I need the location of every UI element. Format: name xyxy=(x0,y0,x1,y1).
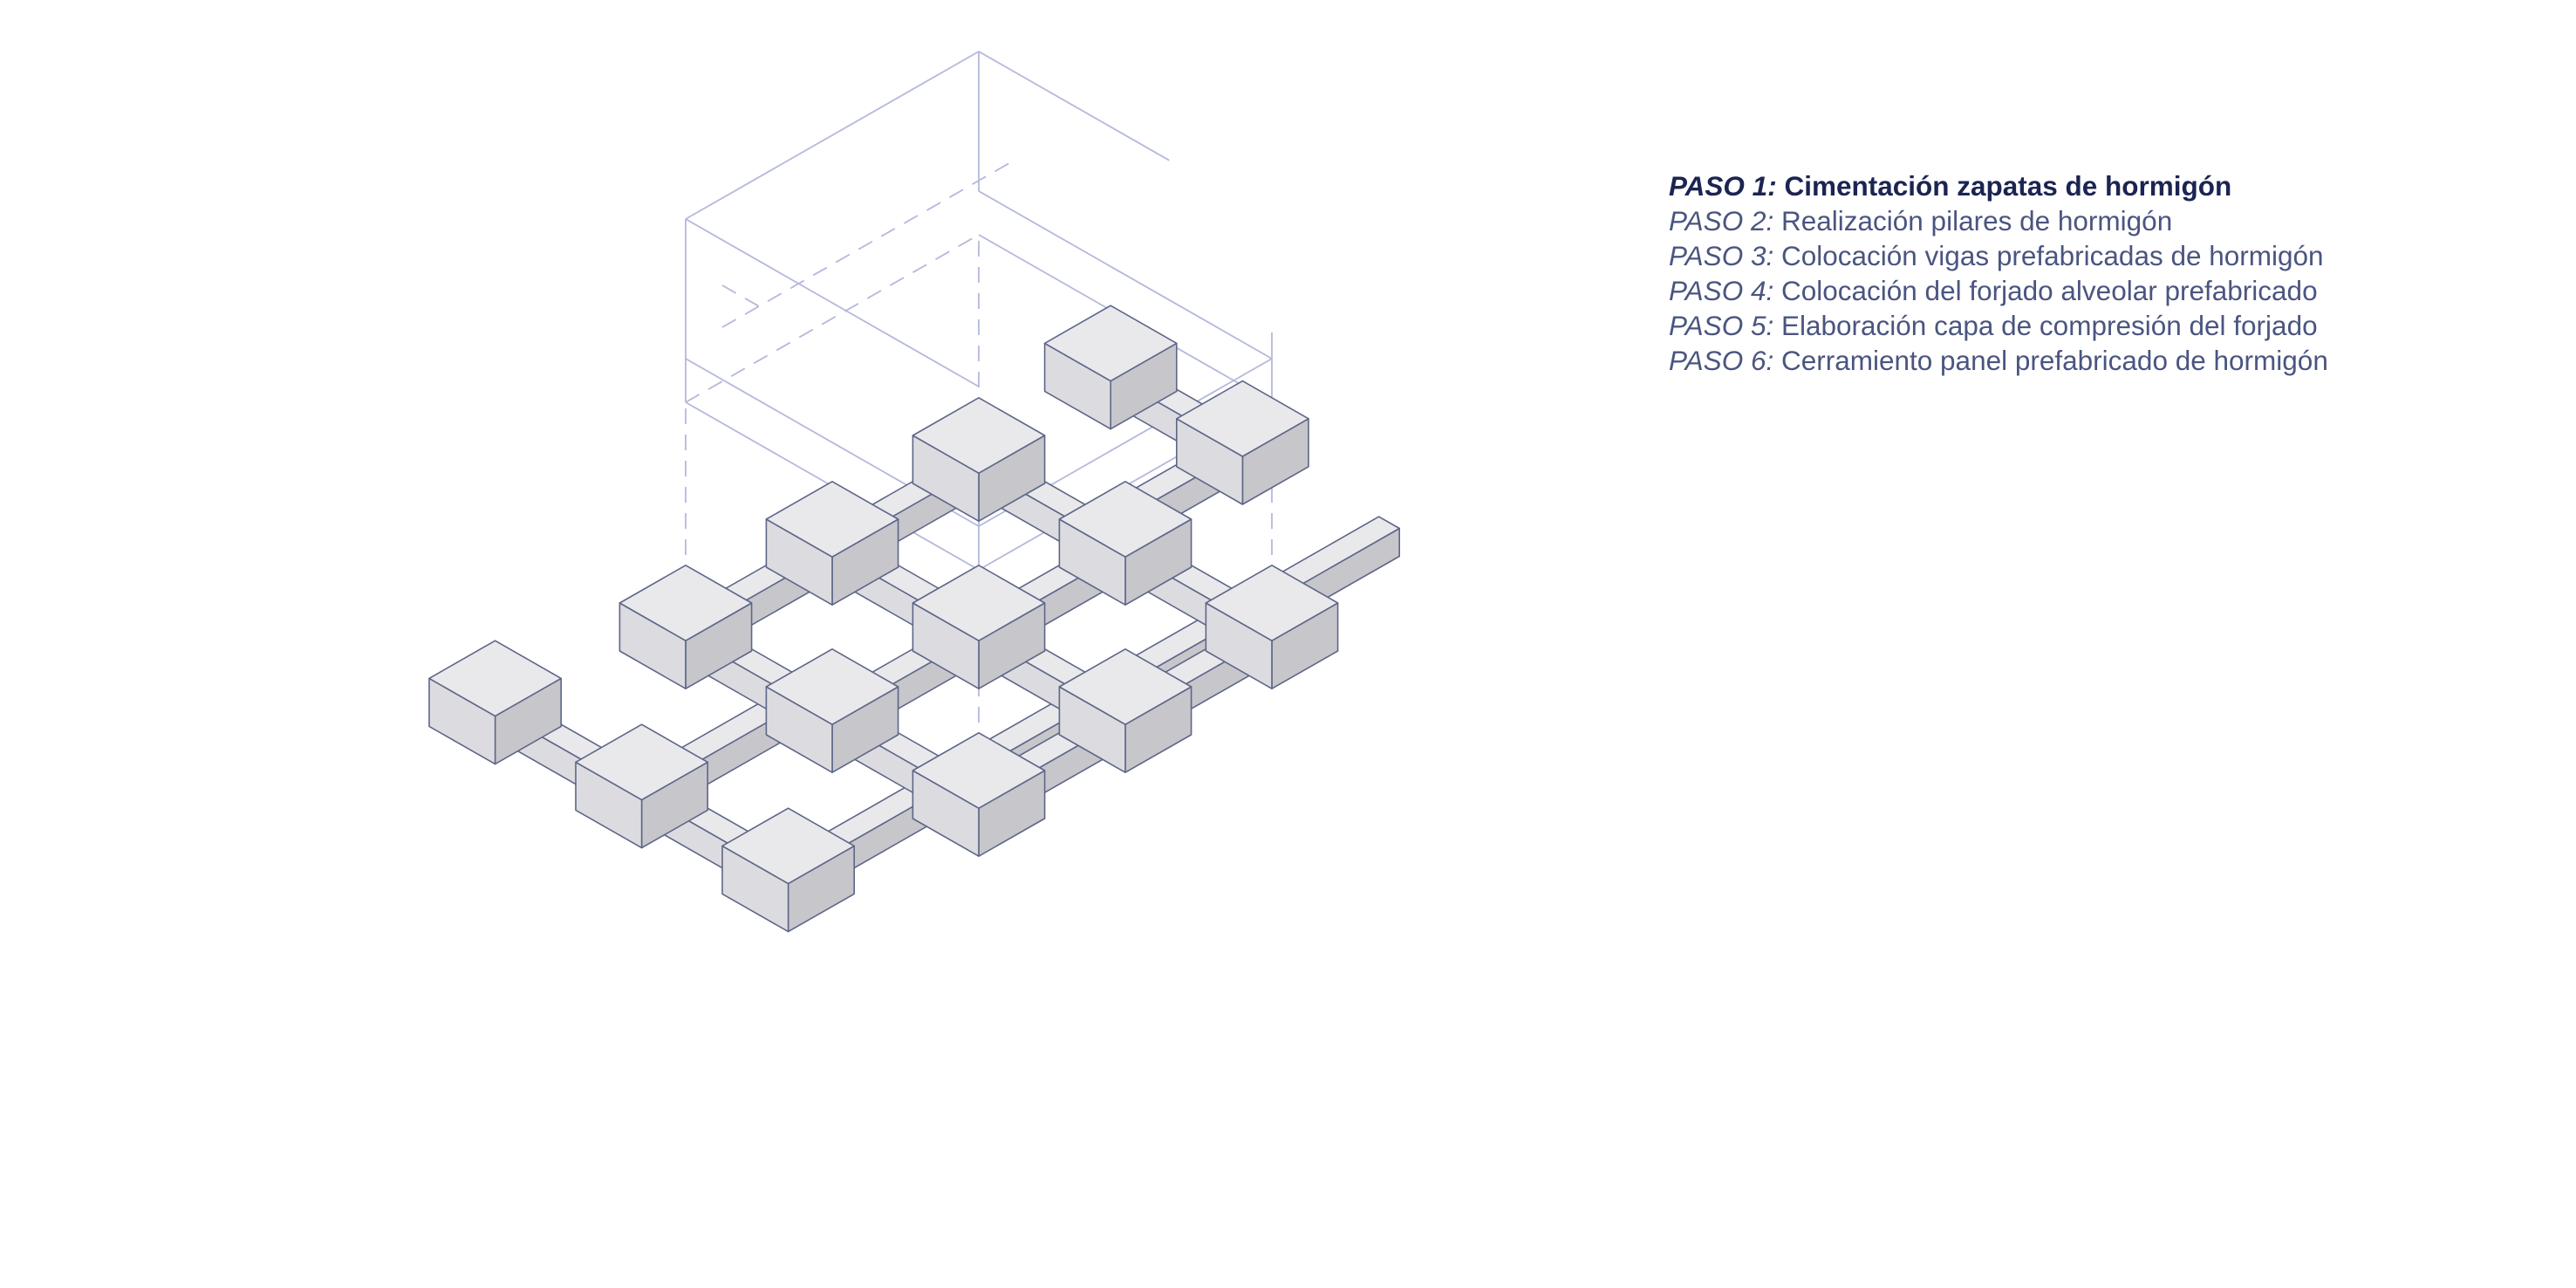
legend-step-3: PASO 3: Colocación vigas prefabricadas d… xyxy=(1669,238,2506,273)
footing-8 xyxy=(428,640,563,765)
box-face-top xyxy=(1058,647,1192,726)
footing-5 xyxy=(1205,564,1339,690)
box-face-top xyxy=(912,396,1046,475)
box-face-top xyxy=(912,731,1046,810)
legend-step-label: PASO 4: xyxy=(1669,275,1774,306)
box-face-top xyxy=(428,640,563,717)
footing-1 xyxy=(1176,380,1309,505)
box-face-top xyxy=(1205,564,1339,642)
box-face-top xyxy=(1058,480,1192,558)
legend-step-label: PASO 2: xyxy=(1669,205,1774,236)
footing-0 xyxy=(1043,305,1178,430)
legend-step-text: Colocación vigas prefabricadas de hormig… xyxy=(1773,240,2324,271)
ghost-edge-13 xyxy=(978,190,1273,360)
footing-2 xyxy=(912,396,1046,523)
legend-step-text: Cimentación zapatas de hormigón xyxy=(1776,170,2232,202)
legend-step-6: PASO 6: Cerramiento panel prefabricado d… xyxy=(1669,343,2506,378)
footing-4 xyxy=(765,480,899,606)
ghost-edge-16 xyxy=(685,51,980,220)
legend-step-2: PASO 2: Realización pilares de hormigón xyxy=(1669,203,2506,238)
legend-step-5: PASO 5: Elaboración capa de compresión d… xyxy=(1669,308,2506,343)
footing-12 xyxy=(912,731,1046,858)
legend-step-label: PASO 3: xyxy=(1669,240,1774,271)
legend-step-text: Colocación del forjado alveolar prefabri… xyxy=(1773,275,2318,306)
footing-3 xyxy=(1058,480,1192,606)
legend-step-label: PASO 1: xyxy=(1669,170,1777,202)
box-face-top xyxy=(912,564,1046,642)
legend-step-text: Elaboración capa de compresión del forja… xyxy=(1773,310,2318,341)
box-face-top xyxy=(575,723,709,801)
legend-step-text: Cerramiento panel prefabricado de hormig… xyxy=(1773,345,2328,376)
footing-10 xyxy=(765,647,899,774)
footing-6 xyxy=(912,564,1046,690)
footing-7 xyxy=(618,564,753,690)
footing-9 xyxy=(1058,647,1192,774)
ghost-edge-7 xyxy=(685,234,980,403)
legend-step-label: PASO 5: xyxy=(1669,310,1774,341)
legend-step-label: PASO 6: xyxy=(1669,345,1774,376)
box-face-top xyxy=(618,564,753,642)
ghost-edge-19 xyxy=(721,159,1016,328)
box-face-top xyxy=(765,647,899,726)
box-face-top xyxy=(721,807,856,885)
ghost-edge-18 xyxy=(721,284,760,307)
footing-11 xyxy=(575,723,709,849)
ghost-edge-20 xyxy=(978,51,1170,161)
box-face-top xyxy=(765,480,899,558)
legend-step-1: PASO 1: Cimentación zapatas de hormigón xyxy=(1669,168,2506,203)
box-face-top xyxy=(1043,305,1178,382)
ghost-edge-17 xyxy=(685,218,980,387)
legend-step-4: PASO 4: Colocación del forjado alveolar … xyxy=(1669,273,2506,308)
concrete-footings xyxy=(428,305,1339,933)
legend-step-text: Realización pilares de hormigón xyxy=(1773,205,2173,236)
box-face-top xyxy=(1176,380,1309,457)
footing-13 xyxy=(721,807,856,933)
